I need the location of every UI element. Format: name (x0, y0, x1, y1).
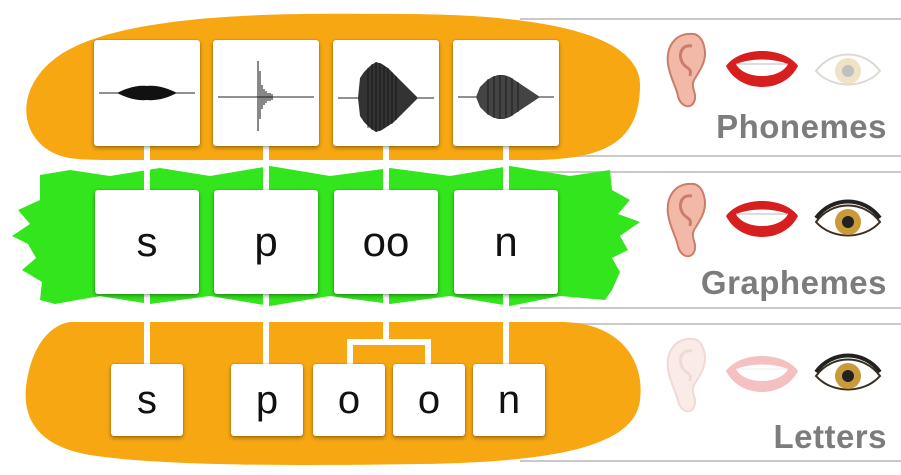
mouth-icon (722, 190, 802, 248)
phoneme-card-oo (333, 40, 439, 146)
mouth-icon (722, 40, 802, 98)
layer-label-graphemes: Graphemes (701, 264, 887, 302)
letter-card-p: p (231, 364, 303, 436)
waveform-n-icon (458, 53, 554, 133)
waveform-s-icon (99, 63, 195, 123)
eye-icon (812, 196, 884, 244)
eye-icon (812, 45, 884, 93)
eye-icon (812, 350, 884, 398)
ear-icon (664, 30, 710, 110)
phoneme-card-n (453, 40, 559, 146)
grapheme-card-s: s (95, 190, 199, 294)
letter-card-o-2: o (393, 364, 465, 436)
waveform-p-icon (218, 53, 314, 133)
phoneme-card-p (213, 40, 319, 146)
letter-card-n: n (473, 364, 545, 436)
layer-label-phonemes: Phonemes (716, 108, 887, 146)
ear-icon (664, 335, 710, 415)
grapheme-card-n: n (454, 190, 558, 294)
phoneme-card-s (94, 40, 200, 146)
letter-card-s: s (111, 364, 183, 436)
grapheme-card-oo: oo (334, 190, 438, 294)
grapheme-card-p: p (214, 190, 318, 294)
mouth-icon (722, 345, 802, 403)
letter-card-o-1: o (313, 364, 385, 436)
waveform-oo-icon (338, 48, 434, 138)
ear-icon (664, 180, 710, 260)
layer-label-letters: Letters (773, 418, 887, 456)
